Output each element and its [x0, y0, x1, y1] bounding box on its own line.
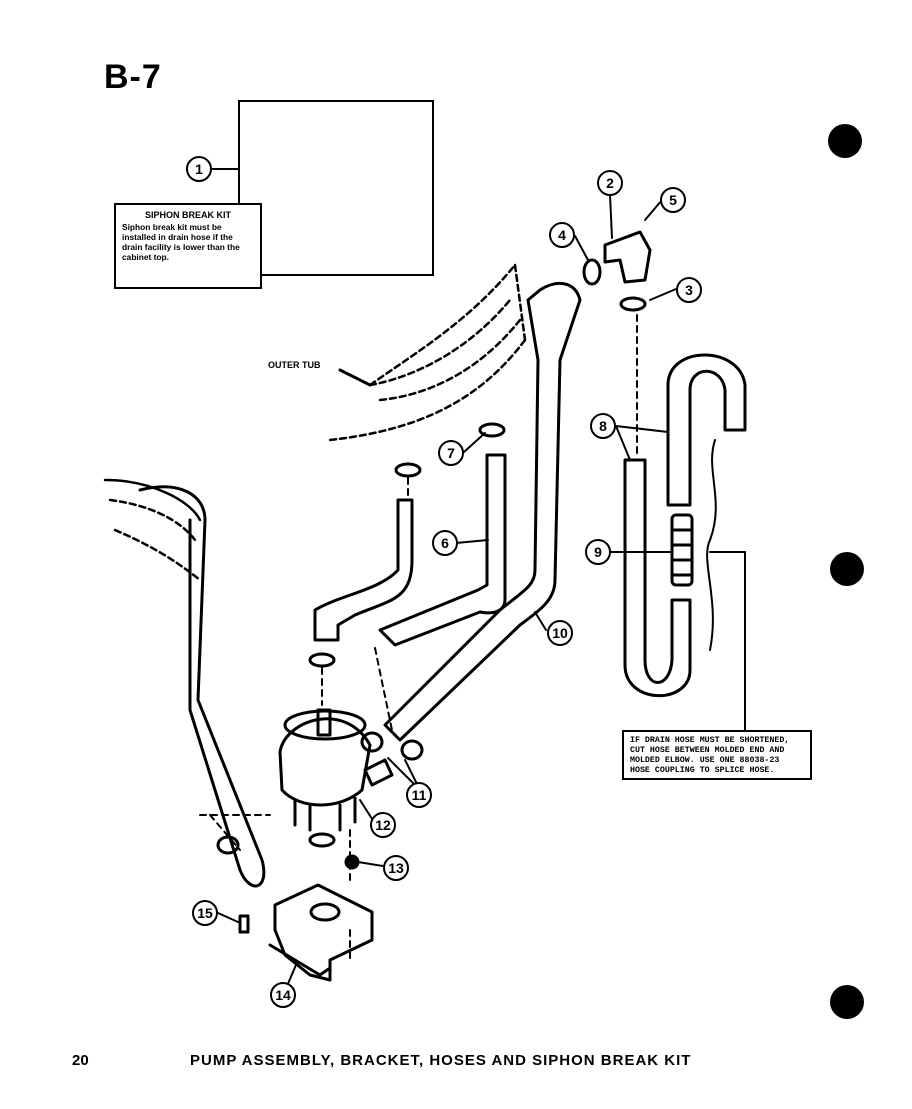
siphon-kit-parts-box [238, 100, 434, 276]
callout-14: 14 [270, 982, 296, 1008]
callout-9: 9 [585, 539, 611, 565]
binder-hole-bottom [830, 985, 864, 1019]
clamp-3 [619, 296, 647, 312]
callout-12: 12 [370, 812, 396, 838]
washer-13 [344, 854, 360, 870]
clamp-4 [582, 258, 602, 286]
siphon-break-kit-box: SIPHON BREAK KIT Siphon break kit must b… [114, 203, 262, 289]
hose-6-left [313, 498, 414, 642]
molded-elbow [603, 230, 652, 284]
page-number: 20 [72, 1052, 89, 1069]
callout-3: 3 [676, 277, 702, 303]
callout-2: 2 [597, 170, 623, 196]
long-hose-left [138, 485, 266, 888]
binder-hole-middle [830, 552, 864, 586]
page-title: PUMP ASSEMBLY, BRACKET, HOSES AND SIPHON… [190, 1052, 692, 1069]
page-id: B-7 [104, 58, 162, 96]
callout-4: 4 [549, 222, 575, 248]
hose-8 [666, 353, 747, 507]
pump-bracket [273, 883, 374, 982]
clamp-tub [394, 462, 422, 478]
hose-8-lower [623, 458, 692, 698]
callout-1: 1 [186, 156, 212, 182]
clamp-pump-top [308, 652, 336, 668]
outer-tub-outline [328, 263, 527, 442]
siphon-break-kit-text: Siphon break kit must be installed in dr… [122, 222, 240, 262]
callout-11: 11 [406, 782, 432, 808]
callout-15: 15 [192, 900, 218, 926]
clamp-11b [400, 739, 424, 761]
outer-tub-label: OUTER TUB [268, 360, 321, 370]
outer-tub-leader [338, 368, 372, 387]
drain-hose-note-text: IF DRAIN HOSE MUST BE SHORTENED, CUT HOS… [630, 736, 790, 775]
callout-7: 7 [438, 440, 464, 466]
binder-hole-top [828, 124, 862, 158]
drain-hose-note: IF DRAIN HOSE MUST BE SHORTENED, CUT HOS… [622, 730, 812, 780]
hose-10 [383, 281, 582, 742]
hose-6-right [378, 453, 507, 647]
siphon-break-kit-title: SIPHON BREAK KIT [144, 210, 231, 220]
callout-13: 13 [383, 855, 409, 881]
screw-15 [238, 914, 250, 934]
tub-left-outline [103, 478, 202, 582]
callout-10: 10 [547, 620, 573, 646]
callout-6: 6 [432, 530, 458, 556]
pump-body [278, 717, 372, 807]
hose-coupling [670, 513, 694, 587]
clamp-11a [360, 731, 384, 753]
clamp-7 [478, 422, 506, 438]
callout-5: 5 [660, 187, 686, 213]
callout-8: 8 [590, 413, 616, 439]
